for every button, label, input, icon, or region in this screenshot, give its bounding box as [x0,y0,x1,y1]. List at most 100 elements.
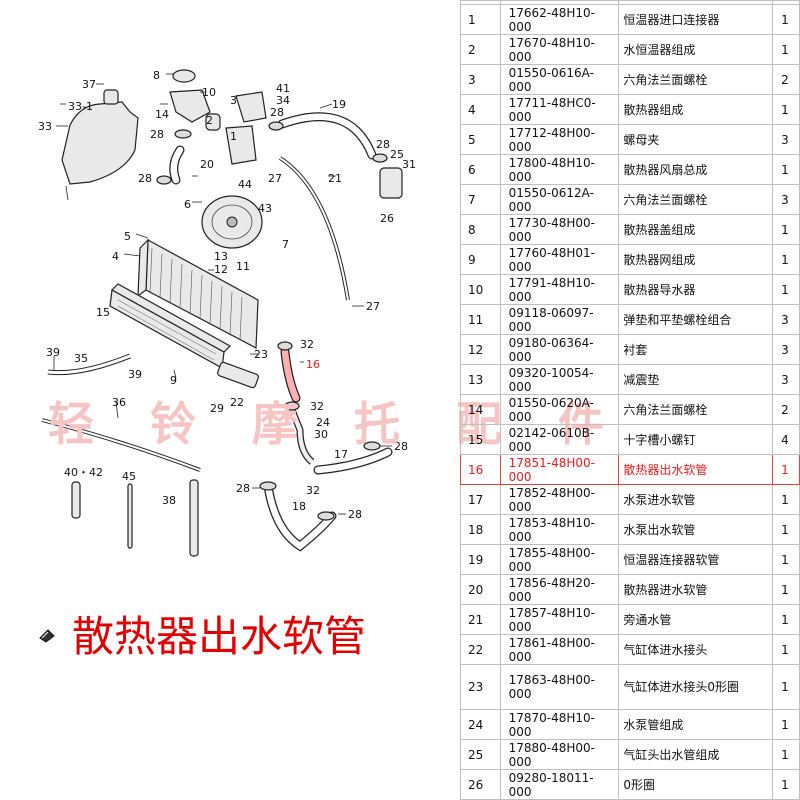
part-index-cell: 21 [460,604,501,635]
quantity-cell: 1 [772,4,800,35]
callout-28-b: 28 [138,172,152,185]
quantity-cell: 3 [772,124,800,155]
quantity-cell: 1 [772,484,800,515]
part-name-cell: 水泵管组成 [618,709,774,740]
drain-tube-36 [41,418,201,472]
callout-33: 33 [38,120,52,133]
part-index-cell: 13 [460,364,501,395]
callout-28-a: 28 [150,128,164,141]
part-index-cell: 14 [460,394,501,425]
callout-labels: 37 33-1 33 8 10 14 2 28 28 20 41 34 3 1 … [38,69,416,521]
callout-32-c: 32 [306,484,320,497]
callout-28-d: 28 [376,138,390,151]
hose-20 [169,145,185,185]
part-number-cell: 02142-0610B-000 [499,424,620,455]
part-name-cell: 散热器网组成 [618,244,774,275]
quantity-cell: 1 [772,544,800,575]
part-number-cell: 17855-48H00-000 [499,544,620,575]
part-name-cell: 散热器导水器 [618,274,774,305]
callout-37: 37 [82,78,96,91]
part-name-cell: 水泵出水软管 [618,514,774,545]
part-number-cell: 17791-48H10-000 [499,274,620,305]
quantity-cell: 1 [772,94,800,125]
callout-17: 17 [334,448,348,461]
quantity-cell: 3 [772,184,800,215]
callout-7: 7 [282,238,289,251]
callout-27-b: 27 [366,300,380,313]
part-number-cell: 17870-48H10-000 [499,709,620,740]
part-index-cell: 16 [460,454,501,485]
hose-17 [313,447,393,475]
part-name-cell: 旁通水管 [618,604,774,635]
part-index-cell: 26 [460,769,501,800]
bypass-pipe-21 [278,156,350,301]
leader-lines [53,73,392,515]
callout-43: 43 [258,202,272,215]
part-index-cell: 3 [460,64,501,95]
part-name-cell: 弹垫和平垫螺栓组合 [618,304,774,335]
callout-2: 2 [206,114,213,127]
callout-12: 12 [214,263,228,276]
part-name-cell: 减震垫 [618,364,774,395]
part-index-cell: 7 [460,184,501,215]
part-number-cell: 17863-48H00-000 [499,664,620,710]
callout-26: 26 [380,212,394,225]
callout-28-c: 28 [270,106,284,119]
part-index-cell: 9 [460,244,501,275]
quantity-cell: 1 [772,634,800,665]
quantity-cell: 1 [772,514,800,545]
part-number-cell: 01550-0620A-000 [499,394,620,425]
quantity-cell: 1 [772,274,800,305]
part-name-cell: 十字槽小螺钉 [618,424,774,455]
callout-5: 5 [124,230,131,243]
callout-40-42: 40・42 [64,466,103,479]
part-index-cell: 25 [460,739,501,770]
part-number-cell: 17853-48H10-000 [499,514,620,545]
part-number-cell: 17670-48H10-000 [499,34,620,65]
callout-8: 8 [153,69,160,82]
part-number-cell: 17662-48H10-000 [499,4,620,35]
callout-4: 4 [112,250,119,263]
part-index-cell: 19 [460,544,501,575]
callout-31: 31 [402,158,416,171]
part-name-cell: 散热器进水软管 [618,574,774,605]
part-index-cell: 18 [460,514,501,545]
part-name-cell: 恒温器连接器软管 [618,544,774,575]
callout-29: 29 [210,402,224,415]
quantity-cell: 1 [772,244,800,275]
part-name-cell: 六角法兰面螺栓 [618,184,774,215]
callout-38: 38 [162,494,176,507]
part-index-cell: 22 [460,634,501,665]
callout-39-b: 39 [128,368,142,381]
part-number-cell: 17856-48H20-000 [499,574,620,605]
callout-27-a: 27 [268,172,282,185]
callout-41: 41 [276,82,290,95]
